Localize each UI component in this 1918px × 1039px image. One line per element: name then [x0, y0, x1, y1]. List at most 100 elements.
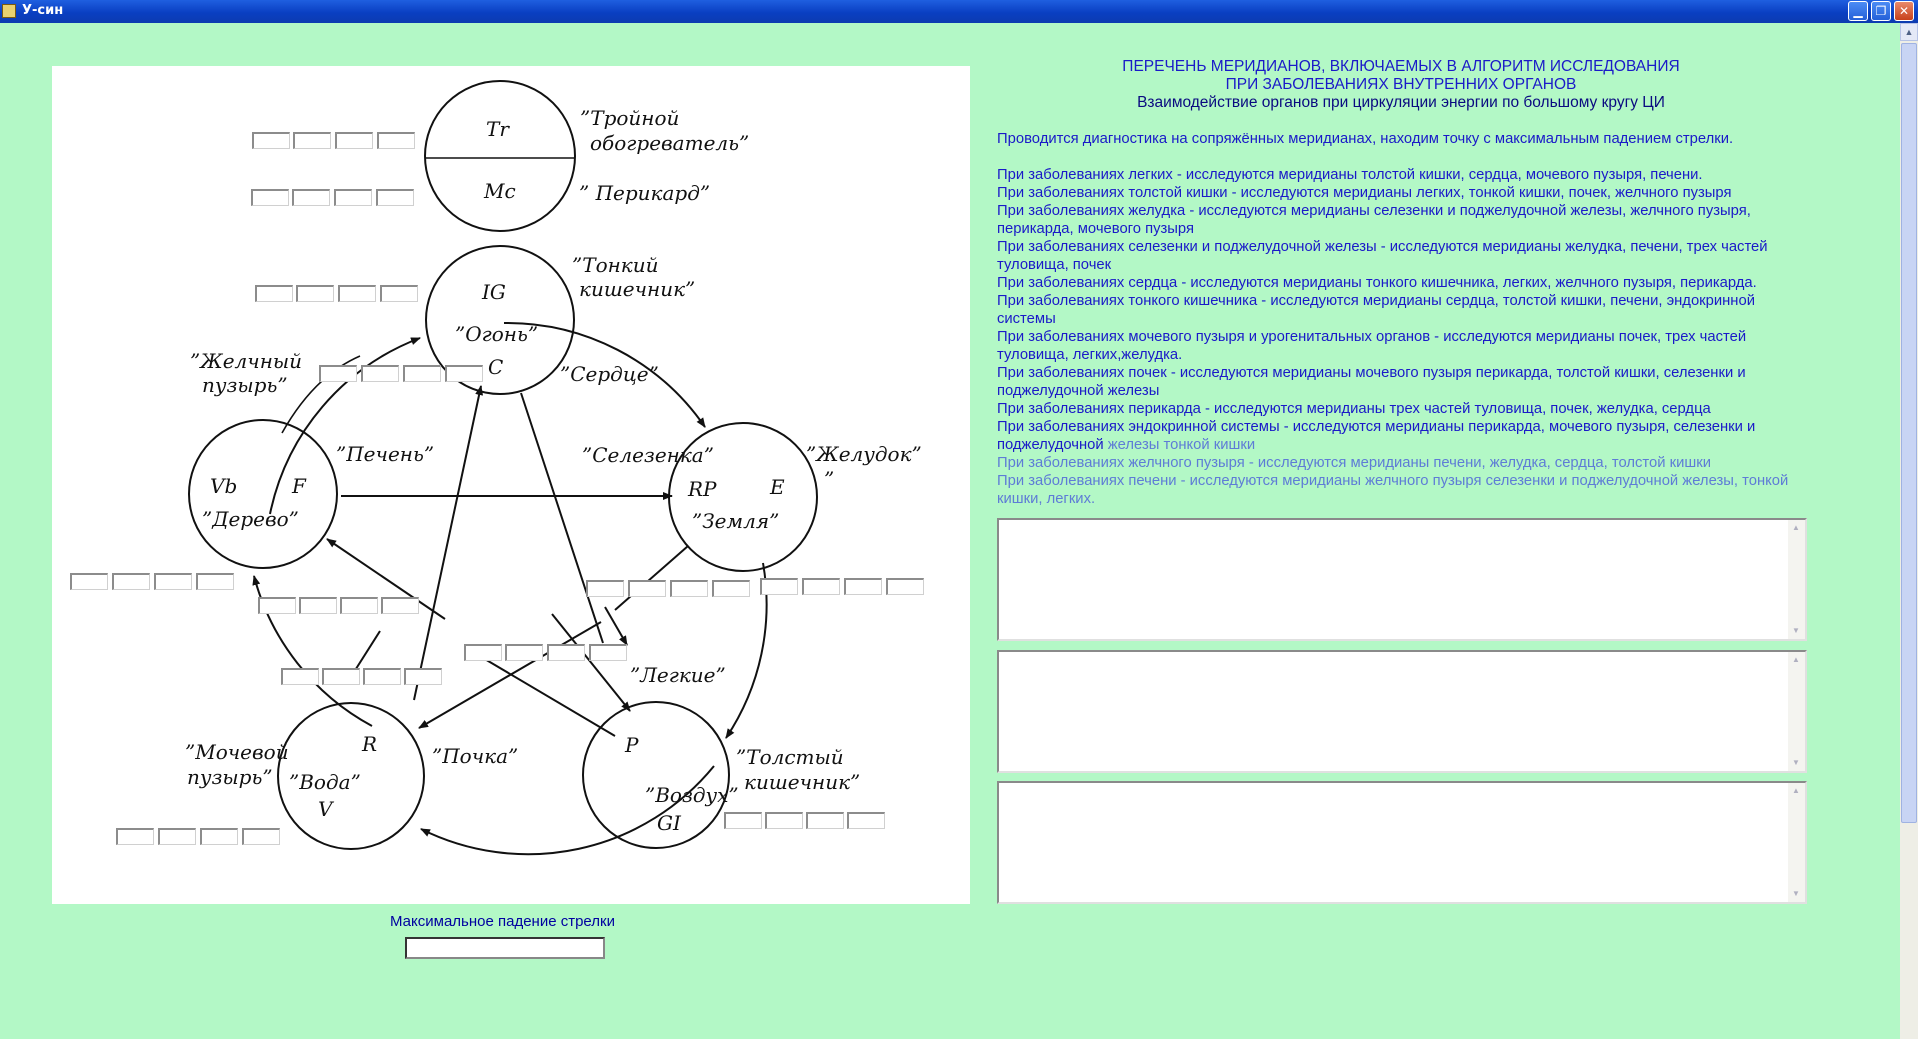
measurement-box[interactable]: [464, 644, 502, 661]
label-tonkij-2: кишечник”: [579, 277, 695, 301]
label-derevo: ”Дерево”: [202, 507, 299, 531]
label-r: R: [361, 732, 377, 756]
measurement-box[interactable]: [886, 578, 924, 595]
info-item: При заболеваниях почек - исследуются мер…: [997, 365, 1746, 399]
memo-scrollbar[interactable]: ▲ ▼: [1788, 520, 1805, 639]
arrow-to-f: [326, 538, 446, 620]
info-text: ПЕРЕЧЕНЬ МЕРИДИАНОВ, ВКЛЮЧАЕМЫХ В АЛГОРИ…: [997, 58, 1805, 508]
measurement-box[interactable]: [70, 573, 108, 590]
measurement-box[interactable]: [116, 828, 154, 845]
memo-scrollbar[interactable]: ▲ ▼: [1788, 783, 1805, 902]
measurement-box[interactable]: [802, 578, 840, 595]
measurement-box[interactable]: [765, 812, 803, 829]
label-mc: Mc: [483, 179, 516, 203]
measurement-box[interactable]: [847, 812, 885, 829]
arc-c-rp: [503, 321, 706, 428]
info-title-2: ПРИ ЗАБОЛЕВАНИЯХ ВНУТРЕННИХ ОРГАНОВ: [1225, 76, 1577, 93]
measurement-box[interactable]: [844, 578, 882, 595]
scroll-down-icon[interactable]: ▼: [1792, 889, 1800, 898]
scroll-up-icon[interactable]: ▲: [1792, 655, 1800, 664]
scroll-up-icon[interactable]: ▲: [1792, 786, 1800, 795]
max-drop-input[interactable]: [405, 937, 605, 959]
measurement-box[interactable]: [200, 828, 238, 845]
measurement-box[interactable]: [154, 573, 192, 590]
info-item: При заболеваниях перикарда - исследуются…: [997, 401, 1711, 417]
measurement-box[interactable]: [251, 189, 289, 206]
measurement-box[interactable]: [335, 132, 373, 149]
measurement-box[interactable]: [158, 828, 196, 845]
label-pochka: ”Почка”: [432, 744, 518, 768]
label-ogon: ”Огонь”: [455, 322, 538, 346]
arc-p-r: [420, 765, 715, 856]
scroll-up-arrow-icon[interactable]: ▲: [1900, 23, 1918, 41]
minimize-button[interactable]: ▁: [1848, 1, 1868, 21]
measurement-box[interactable]: [258, 597, 296, 614]
label-tr: Tr: [486, 117, 510, 141]
circle-ig-c: [425, 245, 575, 395]
measurement-box[interactable]: [242, 828, 280, 845]
measurement-box[interactable]: [281, 668, 319, 685]
measurement-box[interactable]: [361, 365, 399, 382]
measurement-box[interactable]: [376, 189, 414, 206]
scroll-up-icon[interactable]: ▲: [1792, 523, 1800, 532]
measurement-box[interactable]: [547, 644, 585, 661]
measurement-box[interactable]: [322, 668, 360, 685]
restore-icon: ❐: [1875, 4, 1887, 18]
memo-box-3[interactable]: ▲ ▼: [997, 781, 1807, 904]
label-zemlya: ”Земля”: [692, 509, 779, 533]
label-mochevoj-1: ”Мочевой: [185, 740, 289, 764]
close-button[interactable]: ✕: [1894, 1, 1914, 21]
measurement-box[interactable]: [319, 365, 357, 382]
measurement-box[interactable]: [445, 365, 483, 382]
window-scrollbar[interactable]: ▲: [1900, 23, 1918, 1039]
measurement-box[interactable]: [381, 597, 419, 614]
arc-f-ig: [269, 337, 421, 515]
label-tolstyj-2: кишечник”: [744, 770, 860, 794]
memo-box-2[interactable]: ▲ ▼: [997, 650, 1807, 773]
label-e: E: [769, 475, 785, 499]
measurement-box[interactable]: [404, 668, 442, 685]
measurement-box[interactable]: [724, 812, 762, 829]
close-icon: ✕: [1898, 4, 1910, 18]
label-ig: IG: [481, 280, 506, 304]
measurement-box[interactable]: [670, 580, 708, 597]
measurement-box[interactable]: [589, 644, 627, 661]
label-voda: ”Вода”: [289, 770, 361, 794]
measurement-box[interactable]: [296, 285, 334, 302]
measurement-box[interactable]: [712, 580, 750, 597]
measurement-box[interactable]: [806, 812, 844, 829]
measurement-box[interactable]: [505, 644, 543, 661]
info-item: При заболеваниях желудка - исследуются м…: [997, 203, 1751, 237]
measurement-box[interactable]: [403, 365, 441, 382]
measurement-box[interactable]: [760, 578, 798, 595]
measurement-box[interactable]: [252, 132, 290, 149]
measurement-box[interactable]: [299, 597, 337, 614]
measurement-box[interactable]: [628, 580, 666, 597]
maximize-button[interactable]: ❐: [1871, 1, 1891, 21]
measurement-box[interactable]: [338, 285, 376, 302]
info-item: При заболеваниях тонкого кишечника - исс…: [997, 293, 1755, 327]
five-elements-diagram: Tr Mc ”Тройной обогреватель” ” Перикард”…: [185, 80, 922, 856]
label-perikard: ” Перикард”: [579, 181, 710, 205]
measurement-box[interactable]: [380, 285, 418, 302]
scroll-down-icon[interactable]: ▼: [1792, 758, 1800, 767]
label-zheludok-1: ”Желудок”: [806, 442, 922, 466]
scroll-down-icon[interactable]: ▼: [1792, 626, 1800, 635]
measurement-box[interactable]: [292, 189, 330, 206]
measurement-box[interactable]: [255, 285, 293, 302]
measurement-box[interactable]: [586, 580, 624, 597]
diagram-panel: Tr Mc ”Тройной обогреватель” ” Перикард”…: [52, 66, 970, 904]
measurement-box[interactable]: [196, 573, 234, 590]
line-rp-down: [614, 545, 689, 611]
measurement-box[interactable]: [340, 597, 378, 614]
scrollbar-thumb[interactable]: [1901, 43, 1917, 823]
measurement-box[interactable]: [334, 189, 372, 206]
measurement-box[interactable]: [363, 668, 401, 685]
measurement-box[interactable]: [112, 573, 150, 590]
memo-scrollbar[interactable]: ▲ ▼: [1788, 652, 1805, 771]
memo-box-1[interactable]: ▲ ▼: [997, 518, 1807, 641]
circle-p-gi: [582, 701, 730, 849]
label-mochevoj-2: пузырь”: [187, 765, 273, 789]
measurement-box[interactable]: [293, 132, 331, 149]
measurement-box[interactable]: [377, 132, 415, 149]
